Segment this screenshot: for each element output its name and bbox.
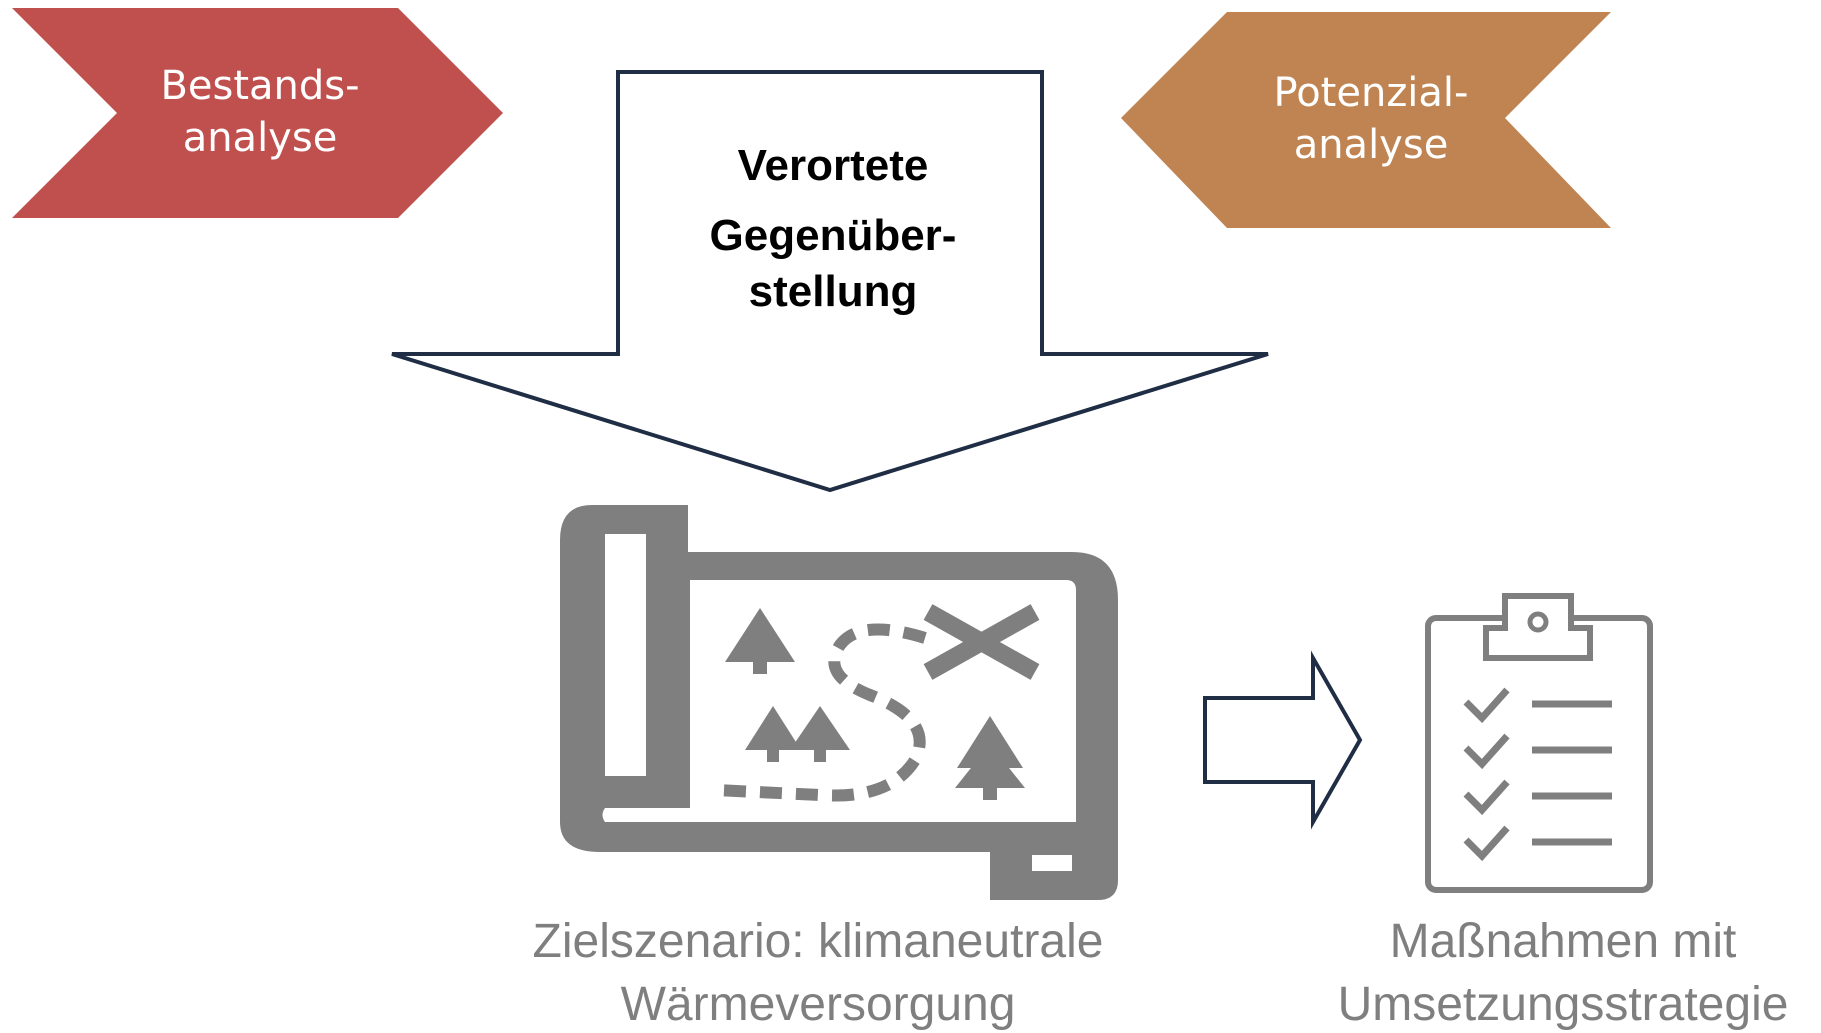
down-arrow-shape bbox=[391, 70, 1269, 493]
target-label-line2: Wärmeversorgung bbox=[621, 978, 1016, 1031]
clipboard-clip-hole bbox=[1527, 611, 1549, 633]
clipboard-clip bbox=[1483, 593, 1593, 661]
right-arrow-icon bbox=[1203, 650, 1363, 830]
map-sheet bbox=[602, 580, 1076, 822]
arrow-label-line3: stellung bbox=[749, 267, 918, 316]
verortete-gegenueberstellung-arrow: Verortete Gegenüber- stellung bbox=[391, 70, 1269, 493]
tree-icons bbox=[725, 608, 1025, 800]
arrow-label-line1: Verortete bbox=[738, 141, 929, 190]
potenzialanalyse-shape bbox=[1121, 12, 1611, 228]
checkmarks bbox=[1463, 687, 1510, 862]
clipboard-checklist-icon bbox=[1425, 593, 1653, 893]
treasure-map-icon bbox=[560, 505, 1118, 900]
right-arrow-shape bbox=[1203, 650, 1363, 830]
map-dotted-path bbox=[714, 623, 927, 802]
bestandsanalyse-label-line2: analyse bbox=[183, 115, 338, 161]
potenzialanalyse-label-line1: Potenzial- bbox=[1274, 70, 1469, 116]
map-fold bbox=[1032, 855, 1072, 871]
x-mark-icon bbox=[923, 604, 1040, 680]
measures-label-line2: Umsetzungsstrategie bbox=[1338, 978, 1789, 1031]
potenzialanalyse-chevron: Potenzial- analyse bbox=[1121, 12, 1611, 228]
checklist-lines bbox=[1532, 700, 1612, 846]
map-roll-slot bbox=[605, 534, 646, 776]
potenzialanalyse-label-line2: analyse bbox=[1294, 122, 1449, 168]
measures-label-line1: Maßnahmen mit bbox=[1390, 915, 1737, 968]
bestandsanalyse-chevron: Bestands- analyse bbox=[12, 8, 503, 218]
bestandsanalyse-label-line1: Bestands- bbox=[160, 63, 359, 109]
arrow-label-line2: Gegenüber- bbox=[710, 211, 957, 260]
bestandsanalyse-shape bbox=[12, 8, 503, 218]
target-label-line1: Zielszenario: klimaneutrale bbox=[533, 915, 1104, 968]
